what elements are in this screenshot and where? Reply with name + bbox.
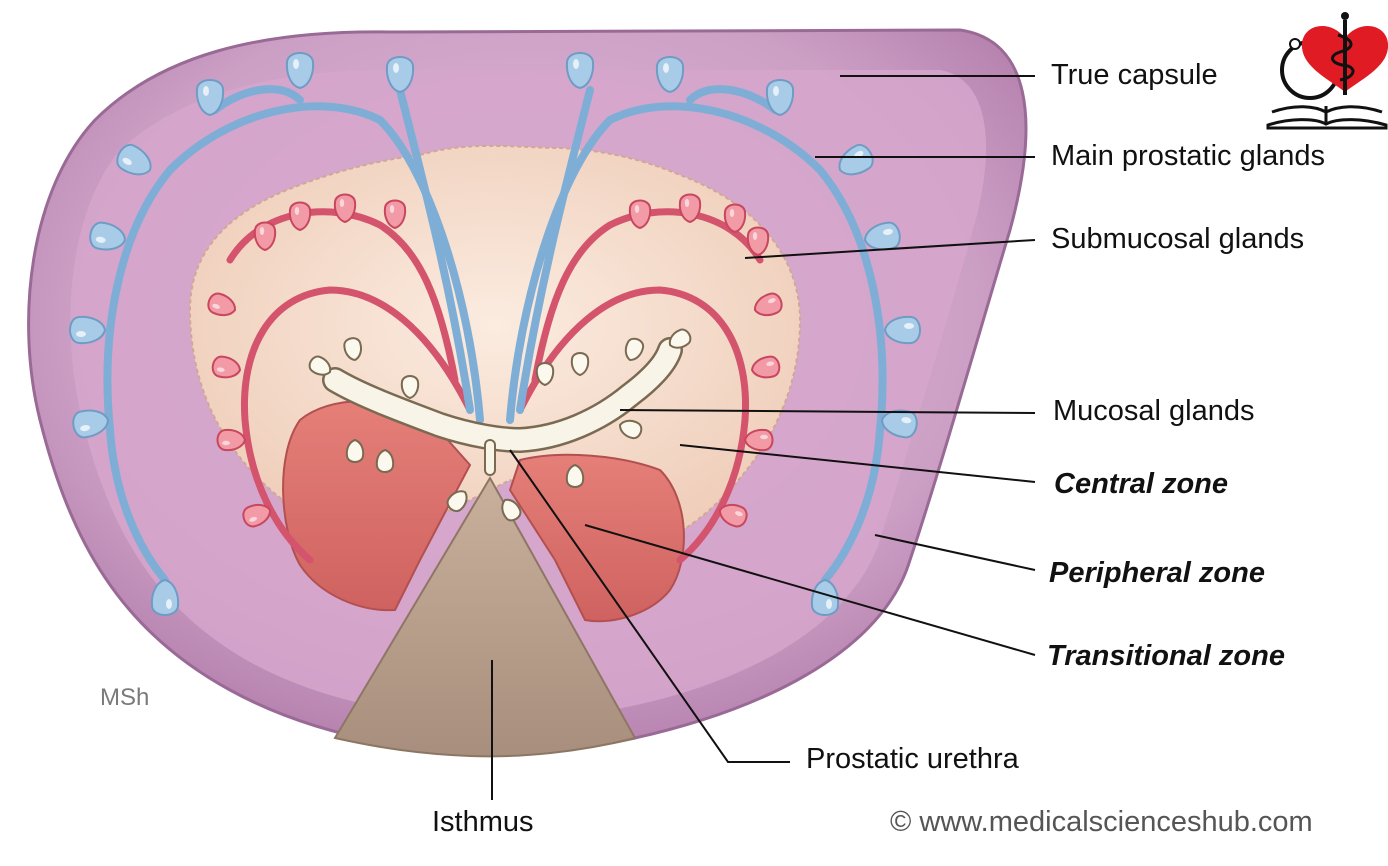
leader-transitional-zone: [584, 524, 1036, 656]
label-mucosal-glands: Mucosal glands: [1053, 395, 1255, 427]
label-peripheral-zone: Peripheral zone: [1049, 557, 1265, 589]
label-true-capsule: True capsule: [1051, 59, 1218, 91]
leader-mucosal-glands: [619, 409, 1036, 414]
leader-prostatic-urethra: [509, 449, 790, 763]
leader-submucosal-glands: [744, 239, 1036, 259]
prostatic-urethra: [322, 337, 683, 476]
submucosal-glands: [226, 208, 764, 564]
leader-central-zone: [679, 444, 1036, 483]
leader-peripheral-zone: [874, 534, 1036, 571]
label-prostatic-urethra: Prostatic urethra: [806, 743, 1019, 775]
copyright-notice: © www.medicalscienceshub.com: [890, 806, 1313, 838]
label-central-zone: Central zone: [1054, 468, 1229, 500]
leader-lines: [491, 75, 1036, 800]
heart-caduceus-book-logo: [1266, 12, 1388, 130]
artist-signature: MSh: [100, 684, 150, 711]
label-transitional-zone: Transitional zone: [1047, 640, 1285, 672]
label-isthmus: Isthmus: [432, 806, 534, 838]
transitional-zone-right: [508, 453, 685, 623]
isthmus: [333, 475, 637, 758]
label-main-prostatic-glands: Main prostatic glands: [1051, 140, 1326, 172]
label-submucosal-glands: Submucosal glands: [1051, 223, 1305, 255]
main-prostatic-glands: [103, 85, 887, 584]
